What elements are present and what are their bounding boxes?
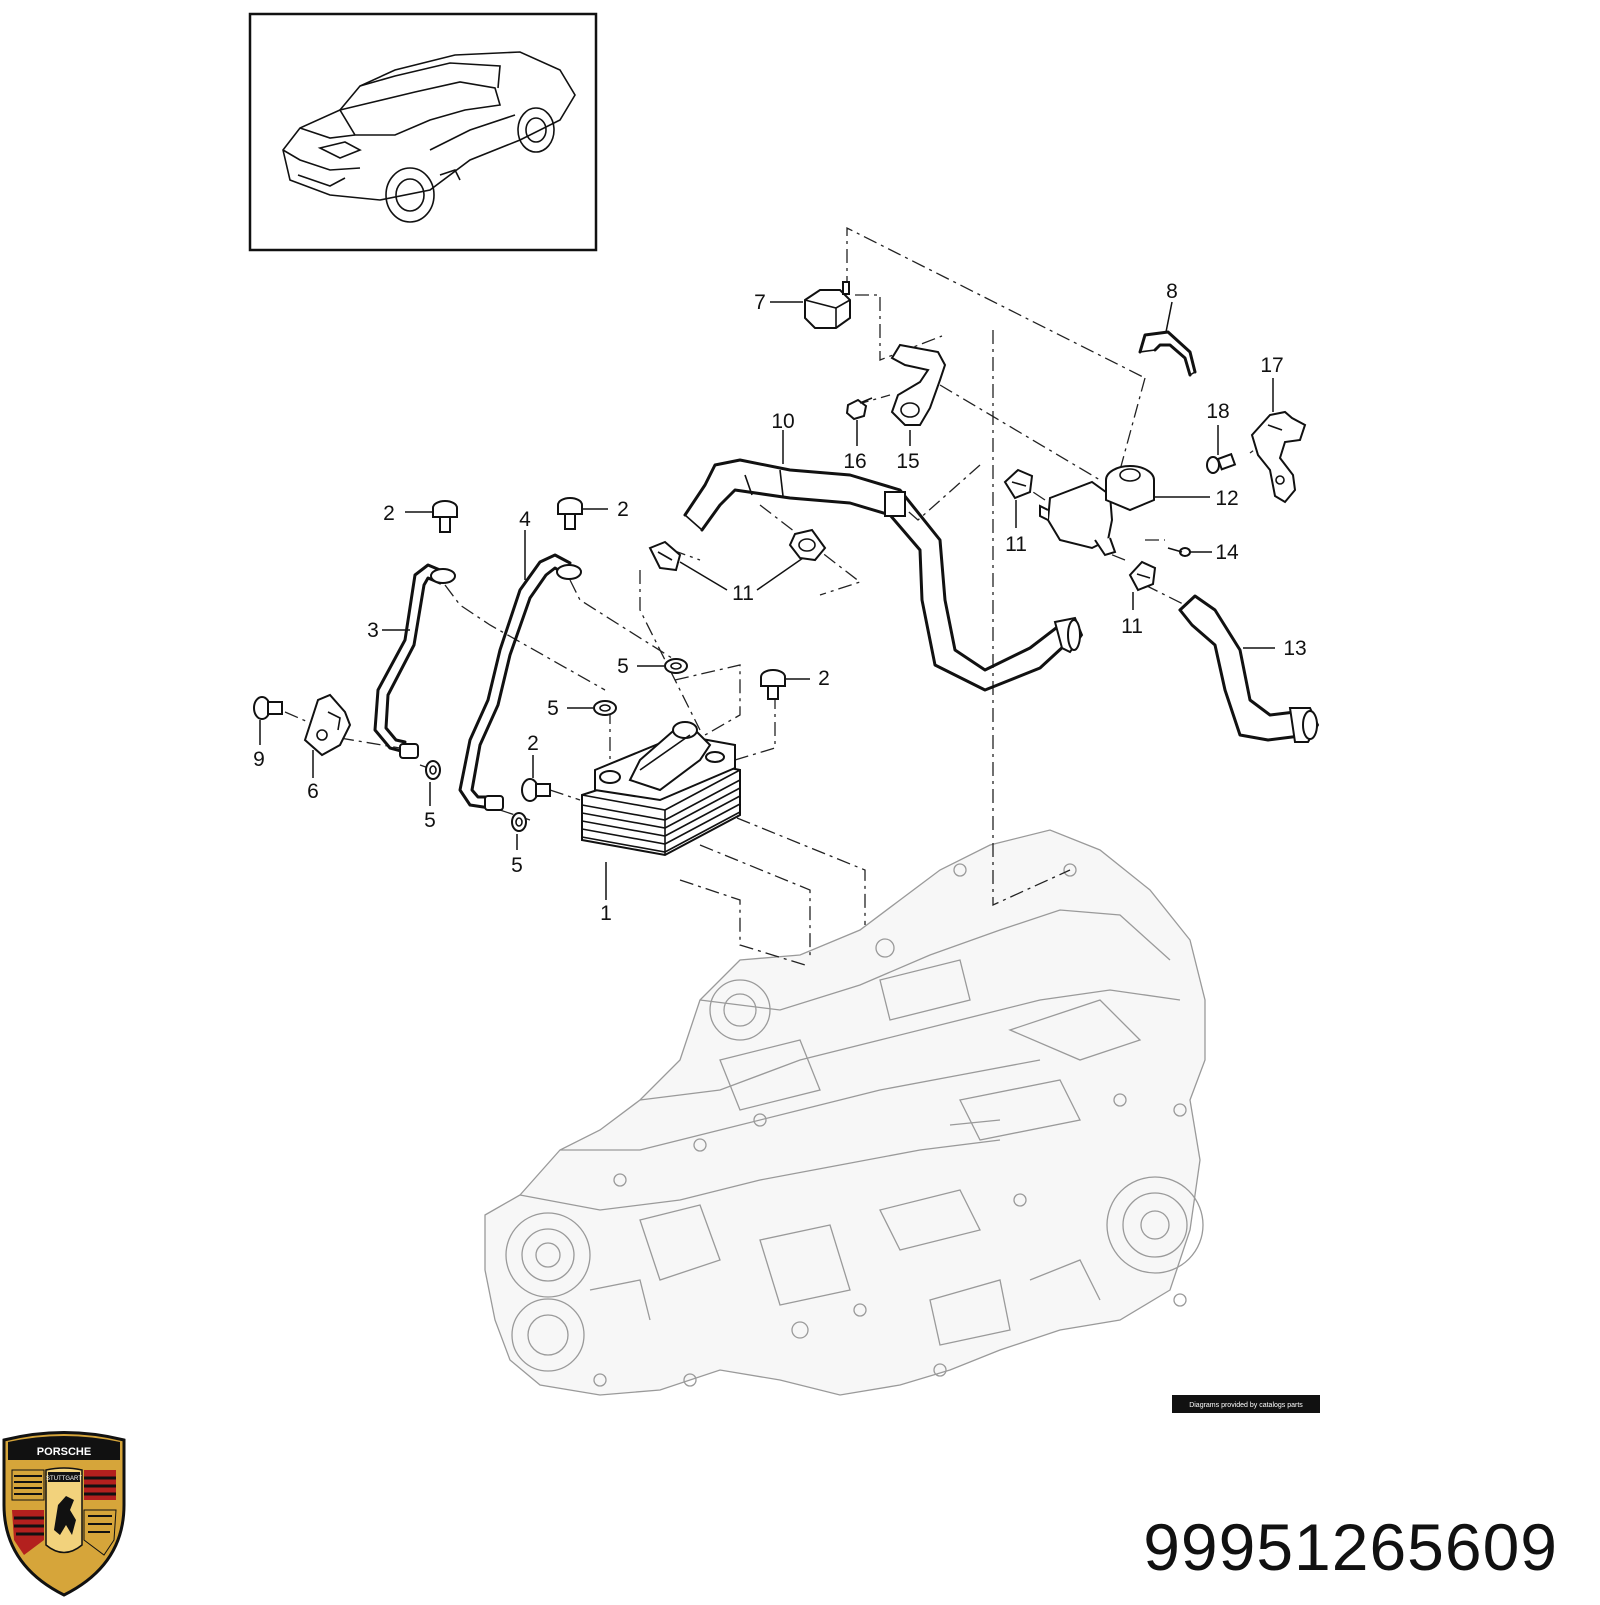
callout-2a: 2 <box>383 502 395 525</box>
clamp-11a <box>648 540 682 572</box>
seal-ring-5d <box>511 812 527 832</box>
callout-8: 8 <box>1166 280 1178 303</box>
callout-17: 17 <box>1260 354 1283 377</box>
porsche-crest-logo: PORSCHE STUTTGART <box>2 1431 126 1597</box>
transmission-housing <box>484 829 1206 1396</box>
callout-5d: 5 <box>511 854 523 877</box>
callout-1: 1 <box>600 902 612 925</box>
crest-brand-text: PORSCHE <box>37 1446 91 1458</box>
seal-ring-5c <box>425 760 441 780</box>
callout-16: 16 <box>843 450 866 473</box>
callout-14: 14 <box>1215 541 1239 564</box>
bolt-16 <box>845 397 873 421</box>
screw-18 <box>1206 452 1237 474</box>
bolt-2a <box>432 500 458 533</box>
callout-6: 6 <box>307 780 319 803</box>
callout-5a: 5 <box>617 655 629 678</box>
screw-14 <box>1167 547 1191 557</box>
callout-2b: 2 <box>617 498 629 521</box>
bolt-2b <box>557 497 583 530</box>
car-illustration <box>282 51 576 223</box>
callout-15: 15 <box>896 450 919 473</box>
hose-10 <box>683 458 1084 692</box>
callout-18: 18 <box>1206 400 1229 423</box>
bracket-17 <box>1250 410 1307 504</box>
callout-11d: 11 <box>1121 615 1143 638</box>
oil-cooler <box>581 721 741 857</box>
sensor-7 <box>804 281 851 329</box>
callout-2c: 2 <box>818 667 830 690</box>
leader-11a <box>679 561 728 591</box>
callout-13: 13 <box>1283 637 1306 660</box>
bolt-2c <box>760 669 786 700</box>
callout-3: 3 <box>367 619 379 642</box>
callout-11c: 11 <box>1005 533 1027 556</box>
clamp-11b <box>788 528 827 562</box>
callout-9: 9 <box>253 748 265 771</box>
callout-11a: 11 <box>732 582 754 605</box>
callout-10: 10 <box>771 410 794 433</box>
callout-5c: 5 <box>424 809 436 832</box>
clamp-11c <box>1003 468 1034 500</box>
callout-4: 4 <box>519 508 531 531</box>
valve-12 <box>1039 465 1155 557</box>
hose-8 <box>1138 330 1197 377</box>
bolt-9 <box>253 696 283 720</box>
credit-text: Diagrams provided by catalogs parts <box>1189 1402 1303 1409</box>
callout-7: 7 <box>754 291 766 314</box>
crest-city-text: STUTTGART <box>46 1476 82 1482</box>
leader-11b <box>756 557 804 591</box>
bracket-6 <box>303 693 352 757</box>
seal-ring-5a <box>664 658 688 674</box>
callout-5b: 5 <box>547 697 559 720</box>
callout-2d: 2 <box>527 732 539 755</box>
vehicle-inset <box>248 12 598 252</box>
leader-8 <box>1165 301 1173 333</box>
callout-12: 12 <box>1215 487 1238 510</box>
diagram-credit: Diagrams provided by catalogs parts <box>1172 1395 1320 1413</box>
hose-13 <box>1178 594 1320 743</box>
pipe-4 <box>458 553 582 811</box>
pipe-3 <box>373 563 456 759</box>
bracket-15 <box>890 343 947 426</box>
part-number: 99951265609 <box>1143 1510 1558 1584</box>
horse-icon <box>54 1496 76 1535</box>
assembly-lines <box>284 226 1276 966</box>
bolt-2d <box>521 778 551 802</box>
inset-frame <box>248 12 598 252</box>
seal-ring-5b <box>593 700 617 716</box>
clamp-11d <box>1128 560 1157 592</box>
